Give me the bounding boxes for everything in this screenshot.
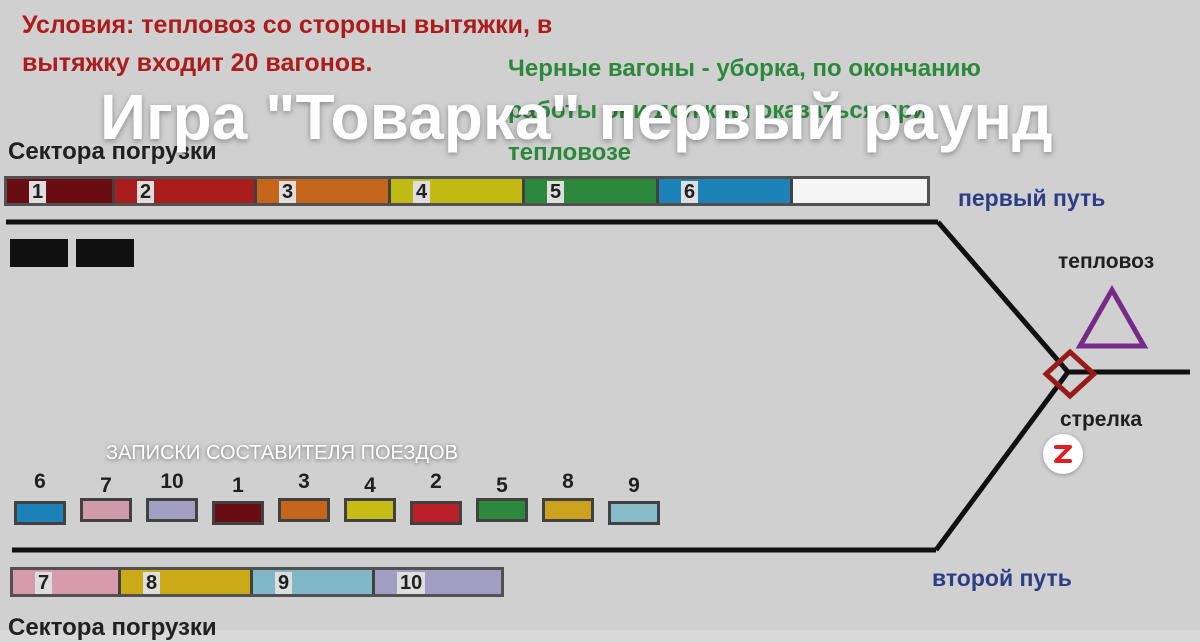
note-text: Черные вагоны - уборка, по окончанию раб… [508, 48, 981, 174]
sector-number: 6 [681, 181, 699, 203]
bottom-sector-10: 10 [375, 570, 501, 594]
bottom-sector-8: 8 [121, 570, 253, 594]
wagon-8[interactable] [542, 498, 594, 522]
conditions-line-2: вытяжку входит 20 вагонов. [22, 49, 373, 77]
black-car[interactable] [10, 239, 68, 267]
sector-number: 8 [143, 572, 161, 594]
top-sector-3: 3 [257, 179, 391, 203]
car-number: 10 [160, 470, 184, 493]
note-line-3: тепловозе [508, 139, 631, 166]
conditions-text: Условия: тепловоз со стороны вытяжки, в … [22, 6, 552, 82]
top-sector-5: 5 [525, 179, 659, 203]
wagon-5[interactable] [476, 498, 528, 522]
z-glyph [1054, 445, 1072, 463]
wagon-10[interactable] [146, 498, 198, 522]
car-number: 9 [628, 474, 640, 497]
note-line-1: Черные вагоны - уборка, по окончанию [508, 55, 981, 82]
top-sector-empty [793, 179, 927, 203]
car-number: 7 [100, 474, 112, 497]
sector-strip-top: 1 2 3 4 5 6 [4, 176, 930, 206]
wagon-4[interactable] [344, 498, 396, 522]
conditions-line-1: Условия: тепловоз со стороны вытяжки, в [22, 11, 553, 39]
car-number: 8 [562, 470, 574, 493]
top-sector-6: 6 [659, 179, 793, 203]
triangle-icon [1075, 284, 1149, 349]
sector-number: 7 [35, 572, 53, 594]
diamond-icon [1042, 348, 1098, 400]
rail-lines [6, 219, 1190, 553]
wagon-2[interactable] [410, 501, 462, 525]
wagon-1[interactable] [212, 501, 264, 525]
bottom-sector-9: 9 [253, 570, 375, 594]
second-track-label: второй путь [932, 565, 1072, 591]
wagon-9[interactable] [608, 501, 660, 525]
top-sector-1: 1 [7, 179, 115, 203]
sector-number: 9 [275, 572, 293, 594]
bottom-sector-7: 7 [13, 570, 121, 594]
car-number: 6 [34, 470, 46, 493]
top-sector-4: 4 [391, 179, 525, 203]
z-logo-icon[interactable] [1043, 434, 1083, 474]
top-sector-2: 2 [115, 179, 257, 203]
wagon-3[interactable] [278, 498, 330, 522]
first-track-label: первый путь [958, 185, 1106, 211]
car-number: 1 [232, 474, 244, 497]
sector-number: 2 [137, 181, 155, 203]
car-number: 2 [430, 470, 442, 493]
sector-number: 5 [547, 181, 565, 203]
sector-number: 3 [279, 181, 297, 203]
sector-number: 4 [413, 181, 431, 203]
switch-label: стрелка [1060, 408, 1143, 431]
wagon-6[interactable] [14, 501, 66, 525]
black-car[interactable] [76, 239, 134, 267]
sectors-top-label: Сектора погрузки [8, 138, 217, 165]
sector-strip-bottom: 7 8 9 10 [10, 567, 504, 597]
sector-number: 10 [397, 572, 426, 594]
car-number: 4 [364, 474, 376, 497]
locomotive-label: тепловоз [1058, 250, 1155, 273]
second-track-curve [933, 370, 1071, 552]
car-number: 5 [496, 474, 508, 497]
wagon-7[interactable] [80, 498, 132, 522]
note-line-2: работы они должны оказаться при [508, 97, 928, 124]
sector-number: 1 [29, 181, 47, 203]
car-number: 3 [298, 470, 310, 493]
watermark-text: ЗАПИСКИ СОСТАВИТЕЛЯ ПОЕЗДОВ [106, 442, 458, 464]
page-title: Игра "Товарка" первый раунд [100, 81, 1053, 153]
first-track-curve [936, 220, 1070, 374]
